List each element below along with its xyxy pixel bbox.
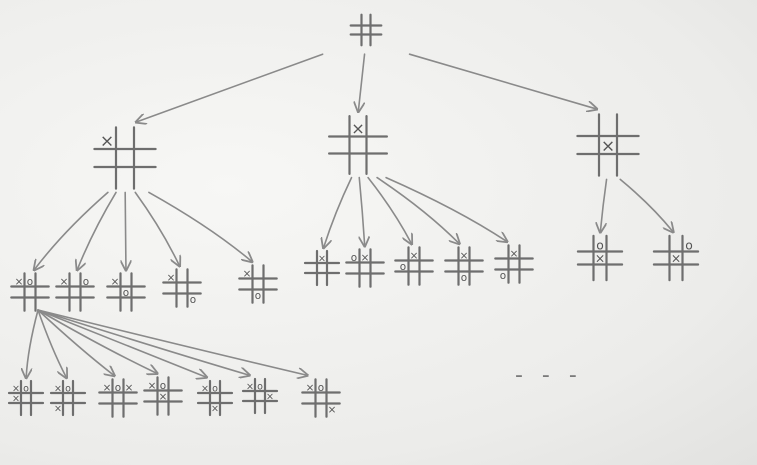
- edge-L1-b-L2-b2: [358, 176, 364, 246]
- board-L1-c: ×: [576, 113, 640, 177]
- x-mark: ×: [103, 382, 112, 394]
- o-mark: o: [212, 384, 218, 395]
- x-mark: ×: [60, 276, 69, 288]
- o-mark: o: [190, 294, 196, 306]
- edge-L1-b-L2-b5: [385, 176, 506, 242]
- o-mark: o: [160, 380, 166, 392]
- board-L1-a: ×: [93, 126, 157, 190]
- o-mark: o: [123, 287, 129, 299]
- x-mark: ×: [54, 404, 62, 415]
- edges-layer: [26, 53, 672, 377]
- edge-root-L1-b: [358, 53, 366, 110]
- x-mark: ×: [246, 382, 254, 393]
- edge-L2-a1-L3-7: [37, 309, 306, 375]
- ellipsis: - - -: [515, 363, 583, 388]
- edge-L1-c-L2-c2: [619, 178, 672, 231]
- x-mark: ×: [595, 252, 605, 266]
- board-L3-3: ×o×: [98, 378, 138, 418]
- edge-L1-a-L2-a3: [125, 191, 126, 269]
- x-mark: ×: [148, 380, 157, 392]
- o-mark: o: [685, 239, 693, 253]
- edge-L2-a1-L3-1: [26, 309, 39, 377]
- board-L2-a3: ×o: [106, 272, 146, 312]
- x-mark: ×: [12, 384, 20, 395]
- board-L3-6: ×o×: [241, 377, 279, 415]
- board-L2-a4: ×o: [162, 268, 202, 308]
- x-mark: ×: [243, 268, 252, 280]
- x-mark: ×: [111, 276, 120, 288]
- edge-L1-b-L2-b3: [367, 176, 411, 244]
- x-mark: ×: [167, 272, 176, 284]
- o-mark: o: [255, 290, 261, 302]
- board-L3-1: ×o×: [7, 379, 45, 417]
- board-L1-b: ×: [328, 114, 388, 175]
- board-L3-2: ×o×: [49, 379, 87, 417]
- x-mark: ×: [318, 254, 326, 265]
- board-L2-a1: ×o: [10, 272, 50, 312]
- board-L2-c1: o×: [576, 234, 624, 282]
- x-mark: ×: [351, 119, 365, 138]
- x-mark: ×: [361, 252, 370, 264]
- x-mark: ×: [54, 384, 62, 395]
- o-mark: o: [27, 276, 33, 288]
- x-mark: ×: [460, 250, 469, 262]
- board-L2-b2: o×: [345, 248, 385, 288]
- x-mark: ×: [201, 384, 209, 395]
- x-mark: ×: [410, 250, 419, 262]
- o-mark: o: [65, 384, 71, 395]
- x-mark: ×: [601, 136, 615, 156]
- edge-L1-c-L2-c1: [600, 178, 608, 231]
- x-mark: ×: [328, 404, 337, 416]
- o-mark: o: [23, 384, 29, 395]
- x-mark: ×: [12, 394, 20, 405]
- o-mark: o: [318, 382, 324, 394]
- edge-root-L1-a: [137, 53, 324, 122]
- o-mark: o: [83, 276, 89, 288]
- board-L2-c2: o×: [652, 234, 700, 282]
- edge-L2-a1-L3-4: [37, 309, 156, 373]
- edge-L2-a1-L3-5: [37, 309, 206, 377]
- board-root: [349, 13, 383, 47]
- board-L2-a5: ×o: [238, 264, 278, 304]
- edge-L2-a1-L3-2: [37, 309, 66, 377]
- o-mark: o: [351, 252, 357, 264]
- edge-L1-a-L2-a2: [78, 191, 117, 269]
- x-mark: ×: [211, 404, 219, 415]
- board-L2-b3: ×o: [394, 246, 434, 286]
- edge-L2-a1-L3-3: [37, 309, 114, 375]
- board-L2-b4: ×o: [444, 246, 484, 286]
- x-mark: ×: [306, 382, 315, 394]
- x-mark: ×: [15, 276, 24, 288]
- o-mark: o: [257, 382, 263, 393]
- edge-L1-a-L2-a5: [148, 191, 251, 261]
- board-L2-b1: ×: [303, 249, 341, 287]
- edge-L1-a-L2-a1: [35, 191, 109, 269]
- board-L3-4: ×o×: [143, 376, 183, 416]
- x-mark: ×: [159, 391, 168, 403]
- o-mark: o: [596, 239, 604, 253]
- board-L2-b5: ×o: [494, 244, 534, 284]
- nodes-layer: ××××o×o×o×o×o×o××o×o×oo×o××o××o××o××o××o…: [7, 13, 700, 418]
- edge-L1-b-L2-b4: [376, 176, 459, 244]
- board-L3-7: ×o×: [301, 378, 341, 418]
- edge-L1-a-L2-a4: [134, 191, 179, 265]
- x-mark: ×: [125, 382, 134, 394]
- board-L3-5: ×o×: [196, 379, 234, 417]
- o-mark: o: [400, 261, 406, 273]
- edge-L2-a1-L3-6: [37, 309, 249, 375]
- x-mark: ×: [266, 392, 274, 403]
- board-L2-a2: ×o: [55, 272, 95, 312]
- o-mark: o: [461, 272, 467, 284]
- o-mark: o: [500, 270, 506, 282]
- x-mark: ×: [510, 248, 519, 260]
- edge-root-L1-c: [408, 53, 596, 109]
- o-mark: o: [115, 382, 121, 394]
- edge-L1-b-L2-b1: [324, 176, 353, 247]
- x-mark: ×: [671, 252, 681, 266]
- x-mark: ×: [100, 131, 114, 151]
